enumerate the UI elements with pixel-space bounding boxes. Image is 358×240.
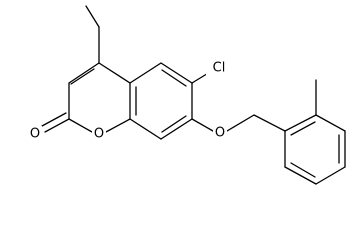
molecule-drawing: Cl O O O: [28, 5, 346, 185]
bond-ar5-ar6-double: [290, 162, 316, 178]
bond-ar5-ar6: [284, 166, 317, 185]
bond-c7-c8-double: [161, 115, 187, 133]
bond-c4-c4a: [98, 62, 131, 84]
bond-c4a-c5: [129, 62, 162, 84]
bond-o1-c8a: [105, 118, 131, 133]
bond-c2-o-carbonyl: [44, 118, 70, 133]
chlorine-atom-label: Cl: [213, 61, 226, 76]
bond-ethyl-ch3-ch2: [85, 5, 100, 28]
bond-c7-c8: [160, 118, 193, 140]
bond-c8-c8a: [129, 118, 162, 140]
bond-c5-c6: [160, 62, 193, 84]
bond-ar1-ar2-double: [290, 121, 316, 136]
bond-ar4-ar5: [315, 166, 346, 185]
bond-ch2-aryl: [253, 114, 286, 132]
bond-c4-c3-double: [70, 68, 95, 85]
ether-oxygen-atom-label: O: [215, 126, 225, 141]
bond-o-ether-ch2: [226, 114, 255, 132]
carbonyl-oxygen-atom-label: O: [30, 127, 40, 142]
bond-c7-o-ether: [191, 118, 214, 132]
chemical-structure-canvas: Cl O O O: [28, 5, 346, 185]
bond-c4-c3: [68, 62, 100, 84]
bond-ar2-ar3: [315, 114, 346, 132]
ring-oxygen-atom-label: O: [94, 127, 104, 142]
bond-ar1-ar2: [284, 114, 317, 132]
bond-c5-c6-double: [161, 69, 187, 87]
bond-c2-o1: [68, 118, 93, 133]
bond-c2-o-carbonyl-double: [41, 112, 67, 127]
